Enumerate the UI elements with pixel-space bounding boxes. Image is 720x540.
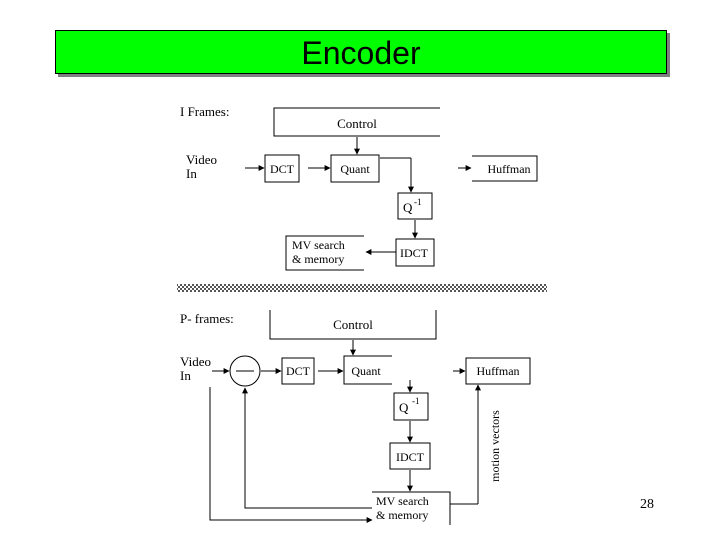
i-control-label: Control [337, 116, 377, 131]
p-huffman-label: Huffman [476, 364, 519, 378]
p-subtractor-circle [229, 355, 261, 387]
p-motion-vectors-label: motion vectors [488, 410, 502, 482]
i-idct-label: IDCT [400, 246, 429, 260]
p-mv-search-box: MV search & memory [372, 491, 451, 525]
p-quant-label: Quant [351, 364, 381, 378]
p-mv-search-line1: MV search [376, 494, 429, 508]
i-mv-search-line1: MV search [292, 238, 345, 252]
i-q-inverse-sup: -1 [414, 197, 422, 207]
p-feedback-path-inner [242, 387, 372, 509]
page-number: 28 [640, 497, 654, 512]
i-mv-search-box: MV search & memory [285, 235, 364, 271]
i-frames-section: I Frames: Control Video In DCT Quant Huf… [180, 104, 538, 271]
p-quant-box: Quant [343, 355, 392, 385]
i-dct-label: DCT [270, 162, 295, 176]
i-idct-box: IDCT [395, 238, 435, 267]
p-q-inverse-box: Q -1 [393, 392, 429, 421]
i-dct-box: DCT [264, 154, 300, 183]
p-dct-label: DCT [286, 364, 311, 378]
i-quant-label: Quant [340, 162, 370, 176]
p-q-inverse-label: Q [399, 400, 409, 415]
p-control-label: Control [333, 317, 373, 332]
i-control-box: Control [273, 107, 440, 137]
i-quant-box: Quant [330, 154, 380, 183]
p-huffman-box: Huffman [465, 357, 531, 385]
p-video-in-line1: Video [180, 354, 211, 369]
p-q-inverse-sup: -1 [412, 396, 420, 406]
p-idct-label: IDCT [396, 450, 425, 464]
p-frames-heading: P- frames: [180, 311, 234, 326]
i-video-in-line2: In [186, 166, 197, 181]
i-mv-search-line2: & memory [292, 252, 344, 266]
p-mv-search-line2: & memory [376, 508, 428, 522]
i-q-inverse-box: Q -1 [397, 192, 433, 220]
i-frames-heading: I Frames: [180, 104, 229, 119]
i-huffman-box: Huffman [472, 155, 538, 182]
i-q-inverse-label: Q [403, 200, 413, 215]
p-feedback-path-outer [209, 387, 373, 523]
p-idct-box: IDCT [389, 442, 431, 470]
p-video-in-line2: In [180, 368, 191, 383]
p-control-box: Control [269, 310, 437, 340]
i-video-in-line1: Video [186, 152, 217, 167]
p-dct-box: DCT [281, 357, 315, 385]
i-huffman-label: Huffman [487, 162, 530, 176]
section-divider [177, 284, 547, 292]
slide-title: Encoder [55, 30, 667, 74]
p-frames-section: P- frames: Control Video In DCT Quant [180, 310, 531, 525]
